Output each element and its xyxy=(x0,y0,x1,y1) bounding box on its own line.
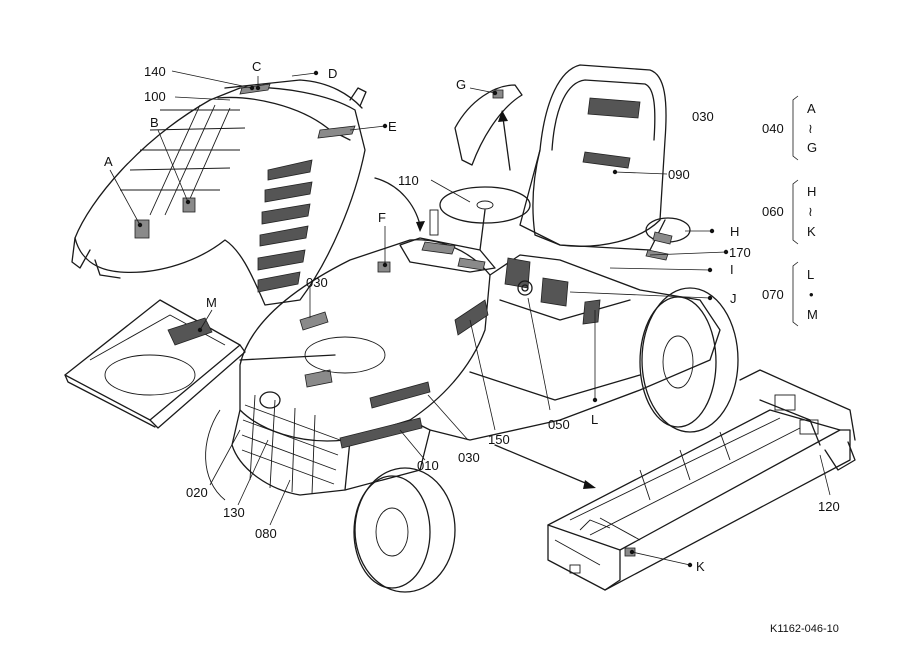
group-from: A xyxy=(807,101,816,116)
part-label: 130 xyxy=(223,505,245,520)
callout-E: E xyxy=(388,119,397,134)
callout-letters: A B C D E F G H I J K L M xyxy=(104,59,739,574)
callout-L: L xyxy=(591,412,598,427)
part-label: 030 xyxy=(458,450,480,465)
group-sep: • xyxy=(809,287,814,302)
group-040: 040 A ≀ G xyxy=(762,101,817,155)
figure-id: K1162-046-10 xyxy=(770,623,839,635)
callout-A: A xyxy=(104,154,113,169)
group-sep: ≀ xyxy=(808,121,813,136)
part-label: 080 xyxy=(255,526,277,541)
group-to: G xyxy=(807,140,817,155)
group-number: 040 xyxy=(762,121,784,136)
part-label: 150 xyxy=(488,432,510,447)
deck-cover xyxy=(64,299,246,429)
part-number-labels: 140 100 030 110 030 010 030 020 130 080 … xyxy=(144,64,840,541)
arrows xyxy=(239,110,596,489)
callout-dots xyxy=(137,70,729,568)
group-to: M xyxy=(807,307,818,322)
hood-assembly xyxy=(71,79,367,306)
callout-J: J xyxy=(730,291,737,306)
part-label: 120 xyxy=(818,499,840,514)
group-060: 060 H ≀ K xyxy=(762,184,816,239)
leader-lines xyxy=(109,70,831,566)
callout-B: B xyxy=(150,115,159,130)
callout-I: I xyxy=(730,262,734,277)
part-label: 100 xyxy=(144,89,166,104)
tractor-body xyxy=(231,64,721,496)
part-label: 020 xyxy=(186,485,208,500)
group-sep: ≀ xyxy=(808,204,813,219)
chassis-frame xyxy=(547,369,856,591)
part-label: 170 xyxy=(729,245,751,260)
callout-D: D xyxy=(328,66,337,81)
part-label: 110 xyxy=(398,173,419,188)
callout-G: G xyxy=(456,77,466,92)
callout-M: M xyxy=(206,295,217,310)
group-from: H xyxy=(807,184,816,199)
group-to: K xyxy=(807,224,816,239)
part-label: 090 xyxy=(668,167,690,182)
part-label: 030 xyxy=(692,109,714,124)
callout-F: F xyxy=(378,210,386,225)
callout-K: K xyxy=(696,559,705,574)
group-number: 070 xyxy=(762,287,784,302)
part-label: 030 xyxy=(306,275,328,290)
group-from: L xyxy=(807,267,814,282)
part-label: 050 xyxy=(548,417,570,432)
part-label: 140 xyxy=(144,64,166,79)
group-070: 070 L • M xyxy=(762,267,818,322)
group-number: 060 xyxy=(762,204,784,219)
callout-H: H xyxy=(730,224,739,239)
group-legend: 040 A ≀ G 060 H ≀ K 070 L • M xyxy=(762,95,818,327)
callout-C: C xyxy=(252,59,261,74)
part-label: 010 xyxy=(417,458,439,473)
